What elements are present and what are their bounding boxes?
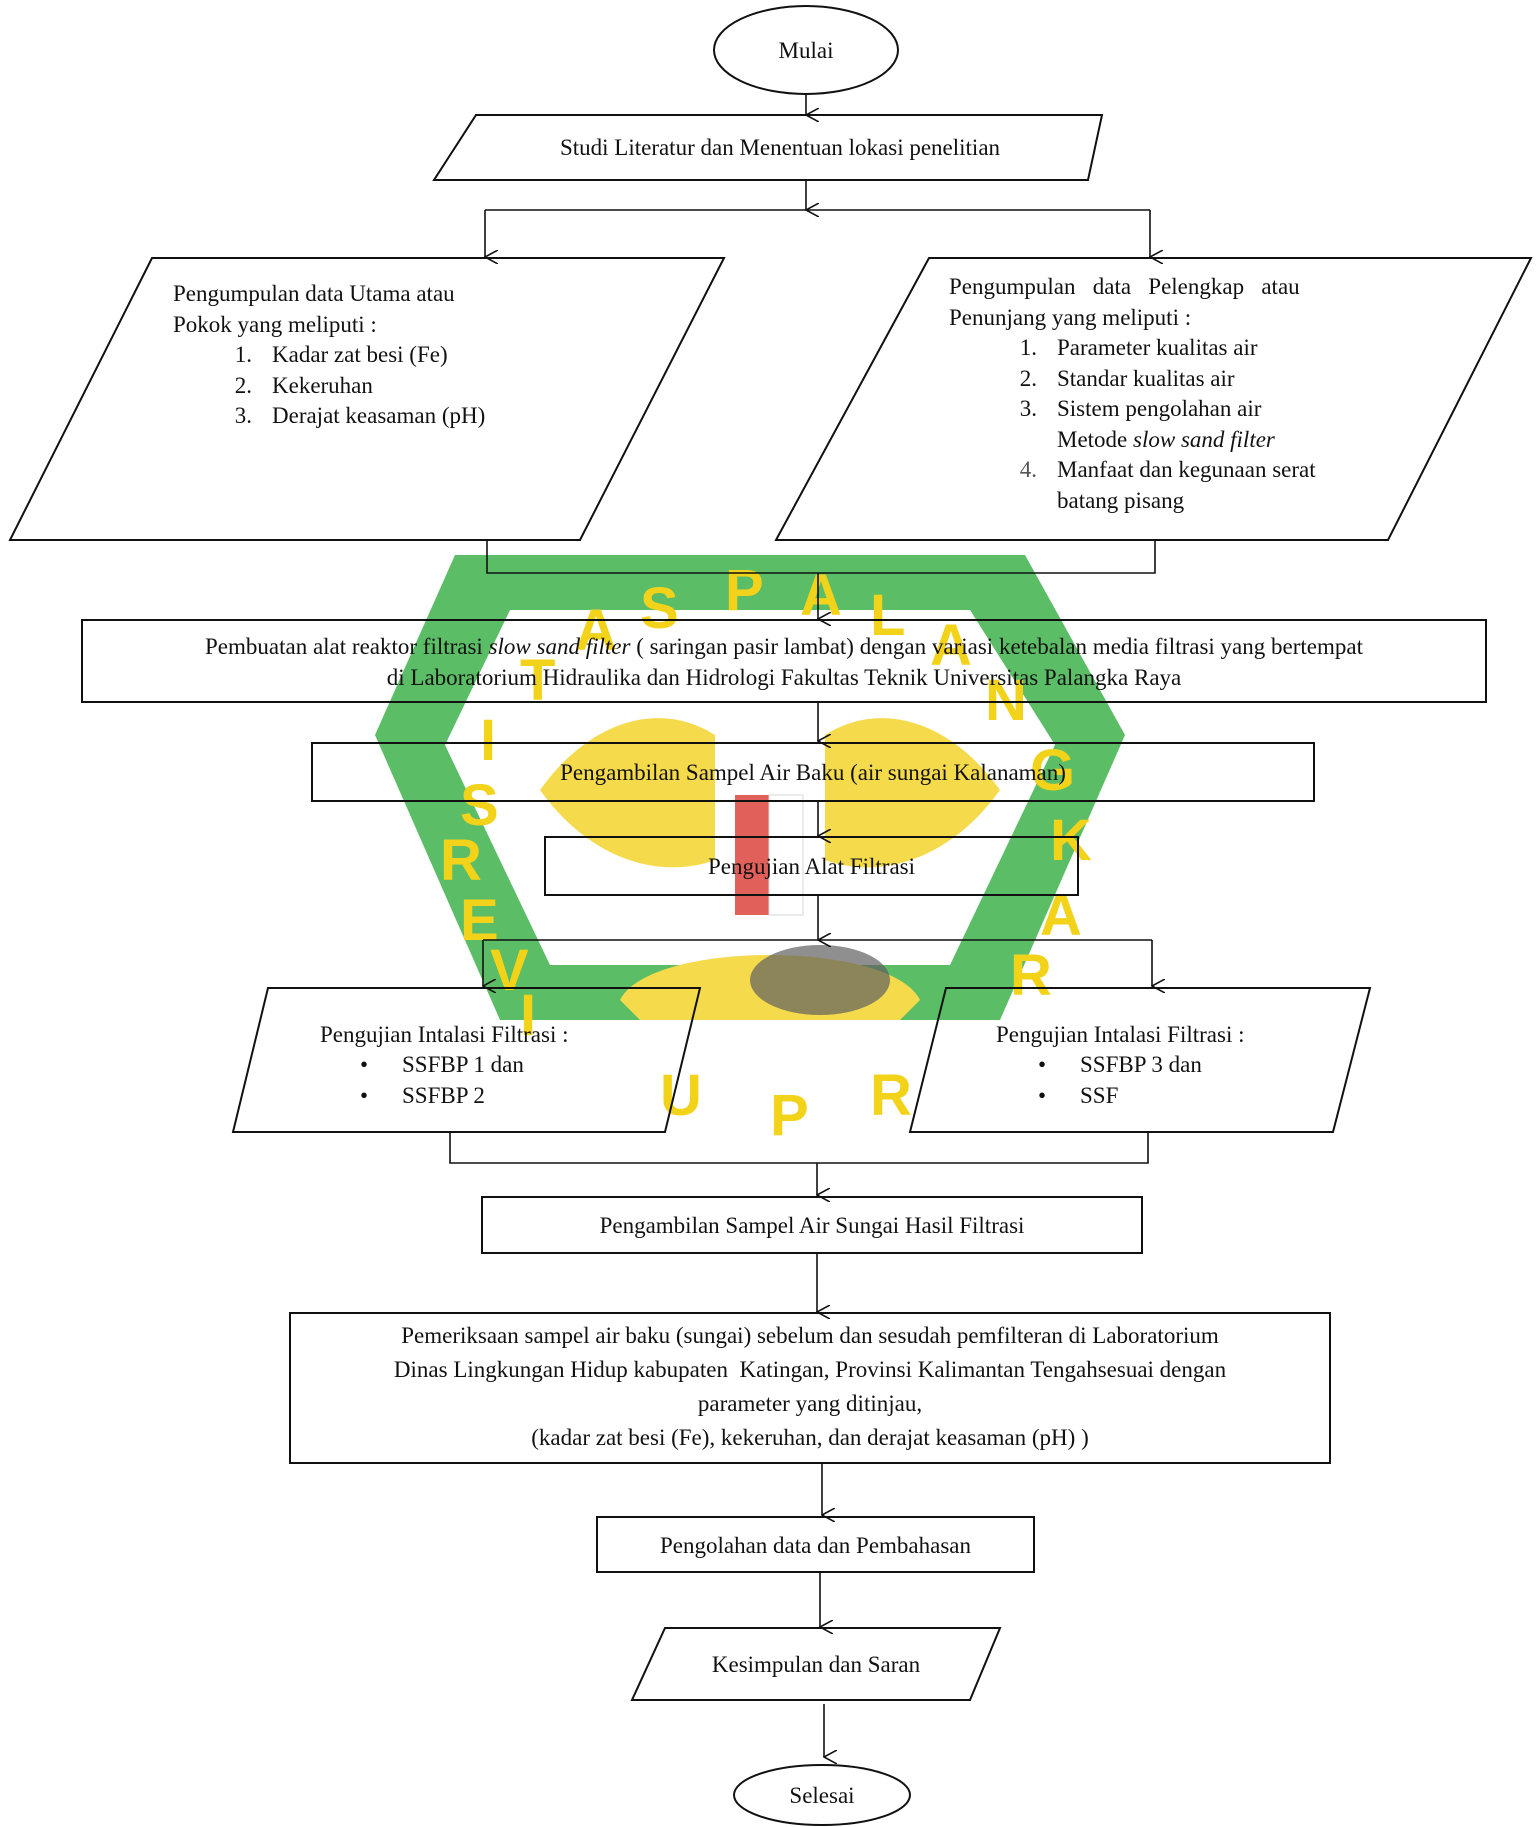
svg-text:S: S [460, 773, 499, 838]
list-item: 1.Parameter kualitas air [1019, 335, 1258, 360]
list-item: 2.Standar kualitas air [1019, 365, 1235, 391]
install-right-list: •SSFBP 3 dan •SSF [1030, 1050, 1202, 1111]
lab-exam-line-1: Pemeriksaan sampel air baku (sungai) seb… [401, 1323, 1219, 1348]
build-reactor-line-1: Pembuatan alat reaktor filtrasi slow san… [205, 634, 1363, 659]
svg-text:G: G [1030, 738, 1075, 803]
literature-parallelogram [432, 114, 1104, 181]
svg-text:A: A [1040, 883, 1082, 948]
lab-exam-line-4: (kadar zat besi (Fe), kekeruhan, dan der… [531, 1425, 1089, 1450]
svg-text:R: R [1010, 943, 1052, 1008]
svg-text:S: S [640, 576, 679, 641]
primary-data-parallelogram [8, 257, 726, 541]
secondary-data-list: 1.Parameter kualitas air 2.Standar kuali… [1007, 333, 1316, 516]
watermark-wing-left [540, 718, 715, 868]
svg-text:L: L [870, 583, 905, 648]
list-item: •SSFBP 3 dan [1038, 1052, 1202, 1077]
start-label: Mulai [778, 38, 834, 63]
secondary-data-title-2: Penunjang yang meliputi : [949, 305, 1192, 330]
build-reactor-line-2: di Laboratorium Hidraulika dan Hidrologi… [386, 665, 1182, 690]
svg-text:P: P [770, 1083, 809, 1148]
test-filter-label: Pengujian Alat Filtrasi [708, 854, 915, 879]
secondary-data-title-1: Pengumpulan data Pelengkap atau [949, 274, 1300, 299]
svg-text:E: E [460, 888, 499, 953]
sample-raw-label: Pengambilan Sampel Air Baku (air sungai … [560, 760, 1066, 785]
list-item: •SSFBP 1 dan [360, 1052, 524, 1077]
list-item: 3.Derajat keasaman (pH) [234, 403, 486, 428]
watermark-pot [750, 945, 890, 1015]
lab-exam-line-2: Dinas Lingkungan Hidup kabupaten Katinga… [393, 1357, 1227, 1382]
install-left-parallelogram [231, 987, 702, 1133]
lab-exam-box [289, 1312, 1331, 1464]
university-watermark [375, 555, 1125, 1020]
primary-data-list: 1.Kadar zat besi (Fe) 2.Kekeruhan 3.Dera… [222, 340, 486, 432]
svg-text:I: I [480, 708, 496, 773]
svg-text:A: A [930, 613, 972, 678]
svg-text:N: N [985, 668, 1027, 733]
svg-text:R: R [870, 1063, 912, 1128]
install-right-parallelogram [908, 987, 1372, 1133]
secondary-data-parallelogram [774, 257, 1533, 541]
list-item: •SSFBP 2 [360, 1082, 485, 1108]
primary-data-title-2: Pokok yang meliputi : [173, 312, 377, 337]
processing-label: Pengolahan data dan Pembahasan [659, 1533, 972, 1558]
install-right-title: Pengujian Intalasi Filtrasi : [996, 1022, 1245, 1047]
test-filter-box [544, 836, 1079, 896]
sample-raw-box [311, 742, 1315, 802]
install-left-title: Pengujian Intalasi Filtrasi : [320, 1022, 569, 1047]
svg-text:A: A [575, 598, 617, 663]
primary-data-title-1: Pengumpulan data Utama atau [173, 281, 455, 306]
list-item: Metode slow sand filter [1057, 426, 1275, 452]
lab-exam-line-3: parameter yang ditinjau, [697, 1391, 923, 1416]
conclusion-label: Kesimpulan dan Saran [711, 1652, 921, 1677]
svg-text:I: I [520, 983, 536, 1048]
sample-result-label: Pengambilan Sampel Air Sungai Hasil Filt… [599, 1213, 1025, 1238]
processing-box [596, 1516, 1035, 1573]
list-item: 3.Sistem pengolahan air [1019, 396, 1262, 421]
end-label: Selesai [789, 1783, 855, 1808]
sample-result-box [481, 1196, 1143, 1254]
list-item: 1.Kadar zat besi (Fe) [234, 342, 448, 367]
list-item: 4.Manfaat dan kegunaan serat [1019, 457, 1316, 482]
end-terminator [733, 1764, 911, 1826]
svg-text:K: K [1050, 808, 1092, 873]
build-reactor-box [81, 619, 1487, 703]
list-item: 2.Kekeruhan [234, 372, 373, 398]
svg-text:P: P [725, 558, 764, 623]
literature-label: Studi Literatur dan Menentuan lokasi pen… [559, 135, 1001, 160]
list-item: •SSF [1038, 1082, 1119, 1108]
list-item: batang pisang [1057, 487, 1185, 513]
svg-text:U: U [660, 1063, 702, 1128]
watermark-badge-inner [445, 610, 1055, 965]
conclusion-parallelogram [630, 1627, 1002, 1701]
svg-text:V: V [490, 938, 529, 1003]
svg-text:R: R [440, 828, 482, 893]
install-left-list: •SSFBP 1 dan •SSFBP 2 [352, 1050, 524, 1111]
watermark-wing-right [825, 718, 1000, 868]
